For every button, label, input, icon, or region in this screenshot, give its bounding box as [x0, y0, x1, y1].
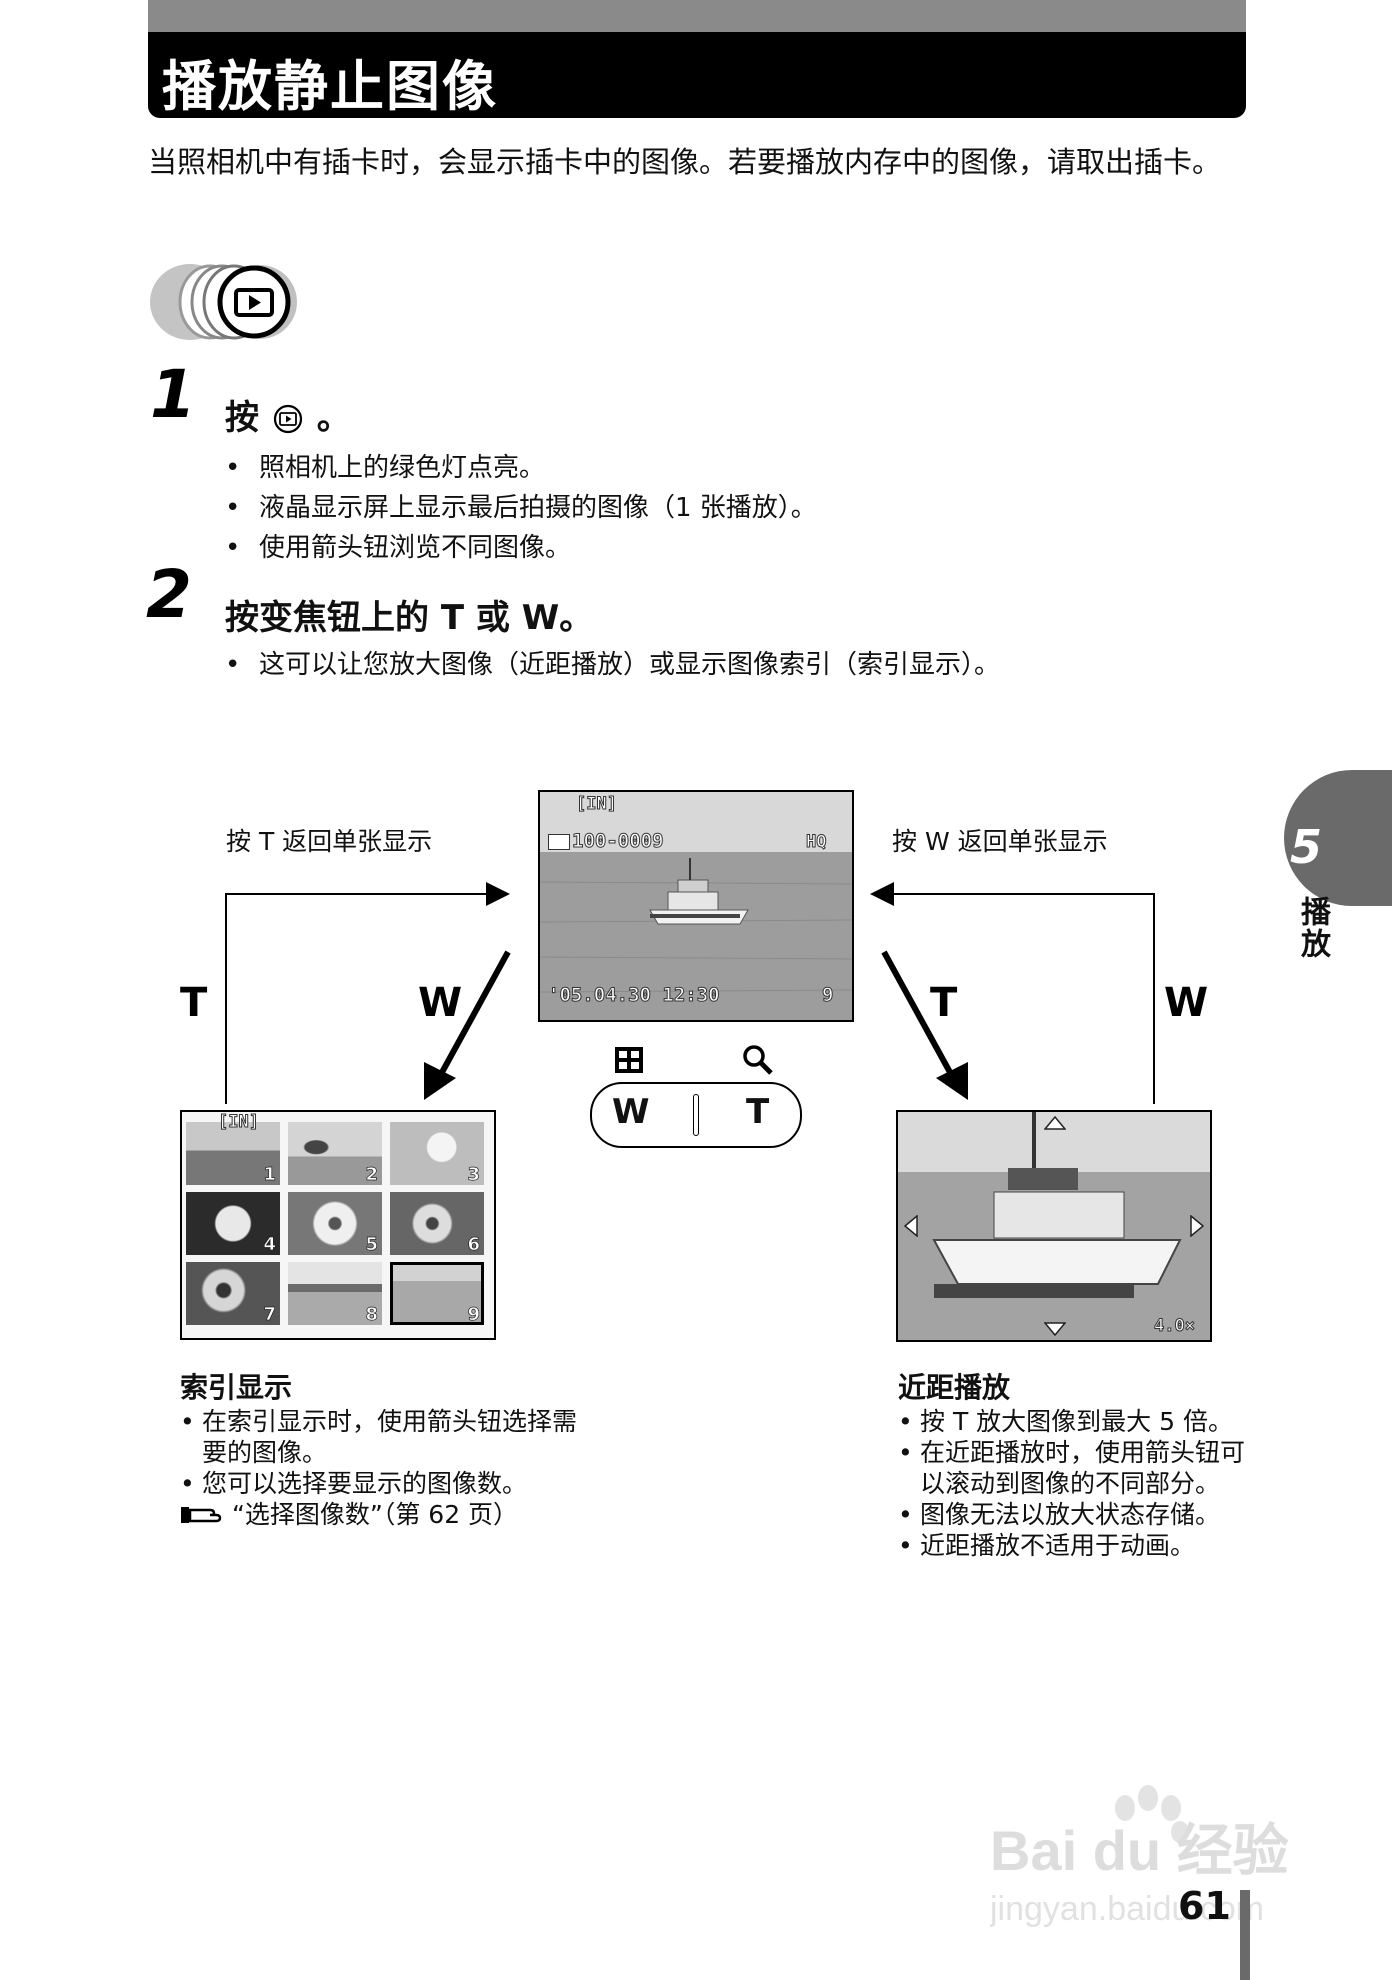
list-item: 液晶显示屏上显示最后拍摄的图像（1 张播放）。: [225, 488, 1125, 528]
list-item: 近距播放不适用于动画。: [898, 1530, 1248, 1561]
scroll-left-icon[interactable]: [904, 1215, 918, 1237]
boat-photo: [540, 792, 852, 1020]
thumbnail[interactable]: 8: [288, 1262, 382, 1325]
step-1-heading: 按 。: [225, 390, 351, 439]
header-top-bar: [148, 0, 1246, 32]
frame-number: 9: [821, 984, 834, 1007]
page-title: 播放静止图像: [162, 55, 498, 118]
memory-indicator: [IN]: [576, 794, 618, 815]
zoom-w-label: W: [612, 1092, 650, 1132]
caption-return-w: 按 W 返回单张显示: [892, 827, 1108, 856]
caption-return-t: 按 T 返回单张显示: [226, 827, 433, 856]
arrow-return-right: [890, 893, 1155, 1104]
quality-indicator: HQ: [805, 832, 827, 853]
title-bar: [148, 32, 1246, 118]
thumbnail[interactable]: 6: [390, 1192, 484, 1255]
watermark-brand: Bai du 经验: [990, 1819, 1289, 1882]
list-item: 照相机上的绿色灯点亮。: [225, 448, 1125, 488]
index-section-title: 索引显示: [180, 1371, 293, 1404]
thumbnail-number: 9: [467, 1304, 480, 1325]
list-item-reference: “选择图像数”（第 62 页）: [180, 1499, 580, 1530]
playback-mode-icon: [150, 264, 297, 340]
step-2-bullets: 这可以让您放大图像（近距播放）或显示图像索引（索引显示）。: [225, 645, 1225, 685]
step-2-number: 2: [146, 556, 192, 633]
chapter-label: 播放: [1295, 896, 1330, 960]
thumbnail-number: 8: [365, 1304, 378, 1325]
chapter-tab[interactable]: [1284, 770, 1392, 906]
arrowhead-right: [870, 882, 894, 906]
thumbnail-number: 2: [365, 1164, 378, 1185]
magnify-icon: [743, 1045, 773, 1075]
arrow-w-diagonal: [437, 950, 511, 1078]
label-t-right: T: [930, 980, 958, 1026]
thumbnail[interactable]: 4: [186, 1192, 280, 1255]
arrow-return-left: [225, 893, 490, 1104]
playback-button-icon: [273, 404, 302, 434]
list-item: 在索引显示时，使用箭头钮选择需要的图像。: [180, 1406, 580, 1468]
thumbnail-number: 5: [365, 1234, 378, 1255]
step-1-heading-prefix: 按: [225, 398, 259, 438]
thumbnail[interactable]: 5: [288, 1192, 382, 1255]
label-w-left: W: [418, 980, 463, 1026]
list-item: 图像无法以放大状态存储。: [898, 1499, 1248, 1530]
main-lcd-screen: [IN] 100-0009 HQ '05.04.30 12:30 9: [538, 790, 854, 1022]
scroll-down-icon[interactable]: [1044, 1322, 1066, 1336]
list-item: 在近距播放时，使用箭头钮可以滚动到图像的不同部分。: [898, 1437, 1248, 1499]
pointing-hand-icon: [181, 1507, 222, 1523]
index-screen: [IN] 1 2 3 4 5 6 7 8 9: [180, 1110, 496, 1340]
step-1-bullets: 照相机上的绿色灯点亮。 液晶显示屏上显示最后拍摄的图像（1 张播放）。 使用箭头…: [225, 448, 1125, 568]
list-item: 使用箭头钮浏览不同图像。: [225, 528, 1125, 568]
arrowhead-t: [936, 1062, 968, 1100]
thumbnail-number: 1: [263, 1164, 276, 1185]
scroll-up-icon[interactable]: [1044, 1116, 1066, 1130]
scroll-right-icon[interactable]: [1190, 1215, 1204, 1237]
file-number: 100-0009: [572, 830, 665, 853]
date-time: '05.04.30 12:30: [548, 984, 721, 1007]
index-icon: [615, 1047, 643, 1073]
page-edge-marker: [1240, 1890, 1250, 1980]
thumbnail-number: 4: [263, 1234, 276, 1255]
arrow-t-diagonal: [881, 950, 955, 1078]
index-memory-indicator: [IN]: [218, 1112, 260, 1133]
chapter-number: 5: [1290, 820, 1323, 874]
thumbnail[interactable]: 1: [186, 1122, 280, 1185]
card-icon: [548, 834, 570, 850]
zoom-lever[interactable]: [590, 1082, 802, 1148]
watermark-url: jingyan.baidu.com: [990, 1890, 1264, 1928]
baidu-watermark: Bai du 经验 jingyan.baidu.com: [990, 1785, 1289, 1928]
zoom-t-label: T: [746, 1092, 770, 1132]
closeup-section-list: 按 T 放大图像到最大 5 倍。 在近距播放时，使用箭头钮可以滚动到图像的不同部…: [898, 1406, 1248, 1561]
list-item: 这可以让您放大图像（近距播放）或显示图像索引（索引显示）。: [225, 645, 1225, 685]
thumbnail[interactable]: 3: [390, 1122, 484, 1185]
zoom-lever-divider: [693, 1094, 699, 1136]
list-item: 您可以选择要显示的图像数。: [180, 1468, 580, 1499]
arrowhead-left: [486, 882, 510, 906]
step-1-heading-suffix: 。: [316, 398, 351, 438]
intro-paragraph: 当照相机中有插卡时，会显示插卡中的图像。若要播放内存中的图像，请取出插卡。: [148, 145, 1222, 179]
zoom-ratio: 4.0×: [1154, 1316, 1196, 1337]
label-w-right: W: [1164, 980, 1209, 1026]
thumbnail-selected[interactable]: 9: [390, 1262, 484, 1325]
index-section-list: 在索引显示时，使用箭头钮选择需要的图像。 您可以选择要显示的图像数。 “选择图像…: [180, 1406, 580, 1530]
thumbnail-number: 3: [467, 1164, 480, 1185]
page-number: 61: [1178, 1884, 1231, 1928]
thumbnail-number: 6: [467, 1234, 480, 1255]
arrowhead-w: [424, 1062, 456, 1100]
step-2-heading: 按变焦钮上的 T 或 W。: [225, 598, 594, 638]
reference-text: “选择图像数”（第 62 页）: [231, 1500, 519, 1529]
list-item: 按 T 放大图像到最大 5 倍。: [898, 1406, 1248, 1437]
closeup-section-title: 近距播放: [898, 1371, 1011, 1404]
thumbnail[interactable]: 7: [186, 1262, 280, 1325]
thumbnail[interactable]: 2: [288, 1122, 382, 1185]
step-1-number: 1: [150, 356, 196, 433]
closeup-screen: 4.0×: [896, 1110, 1212, 1342]
thumbnail-number: 7: [263, 1304, 276, 1325]
label-t-left: T: [180, 980, 208, 1026]
boat-closeup-photo: [898, 1112, 1210, 1340]
